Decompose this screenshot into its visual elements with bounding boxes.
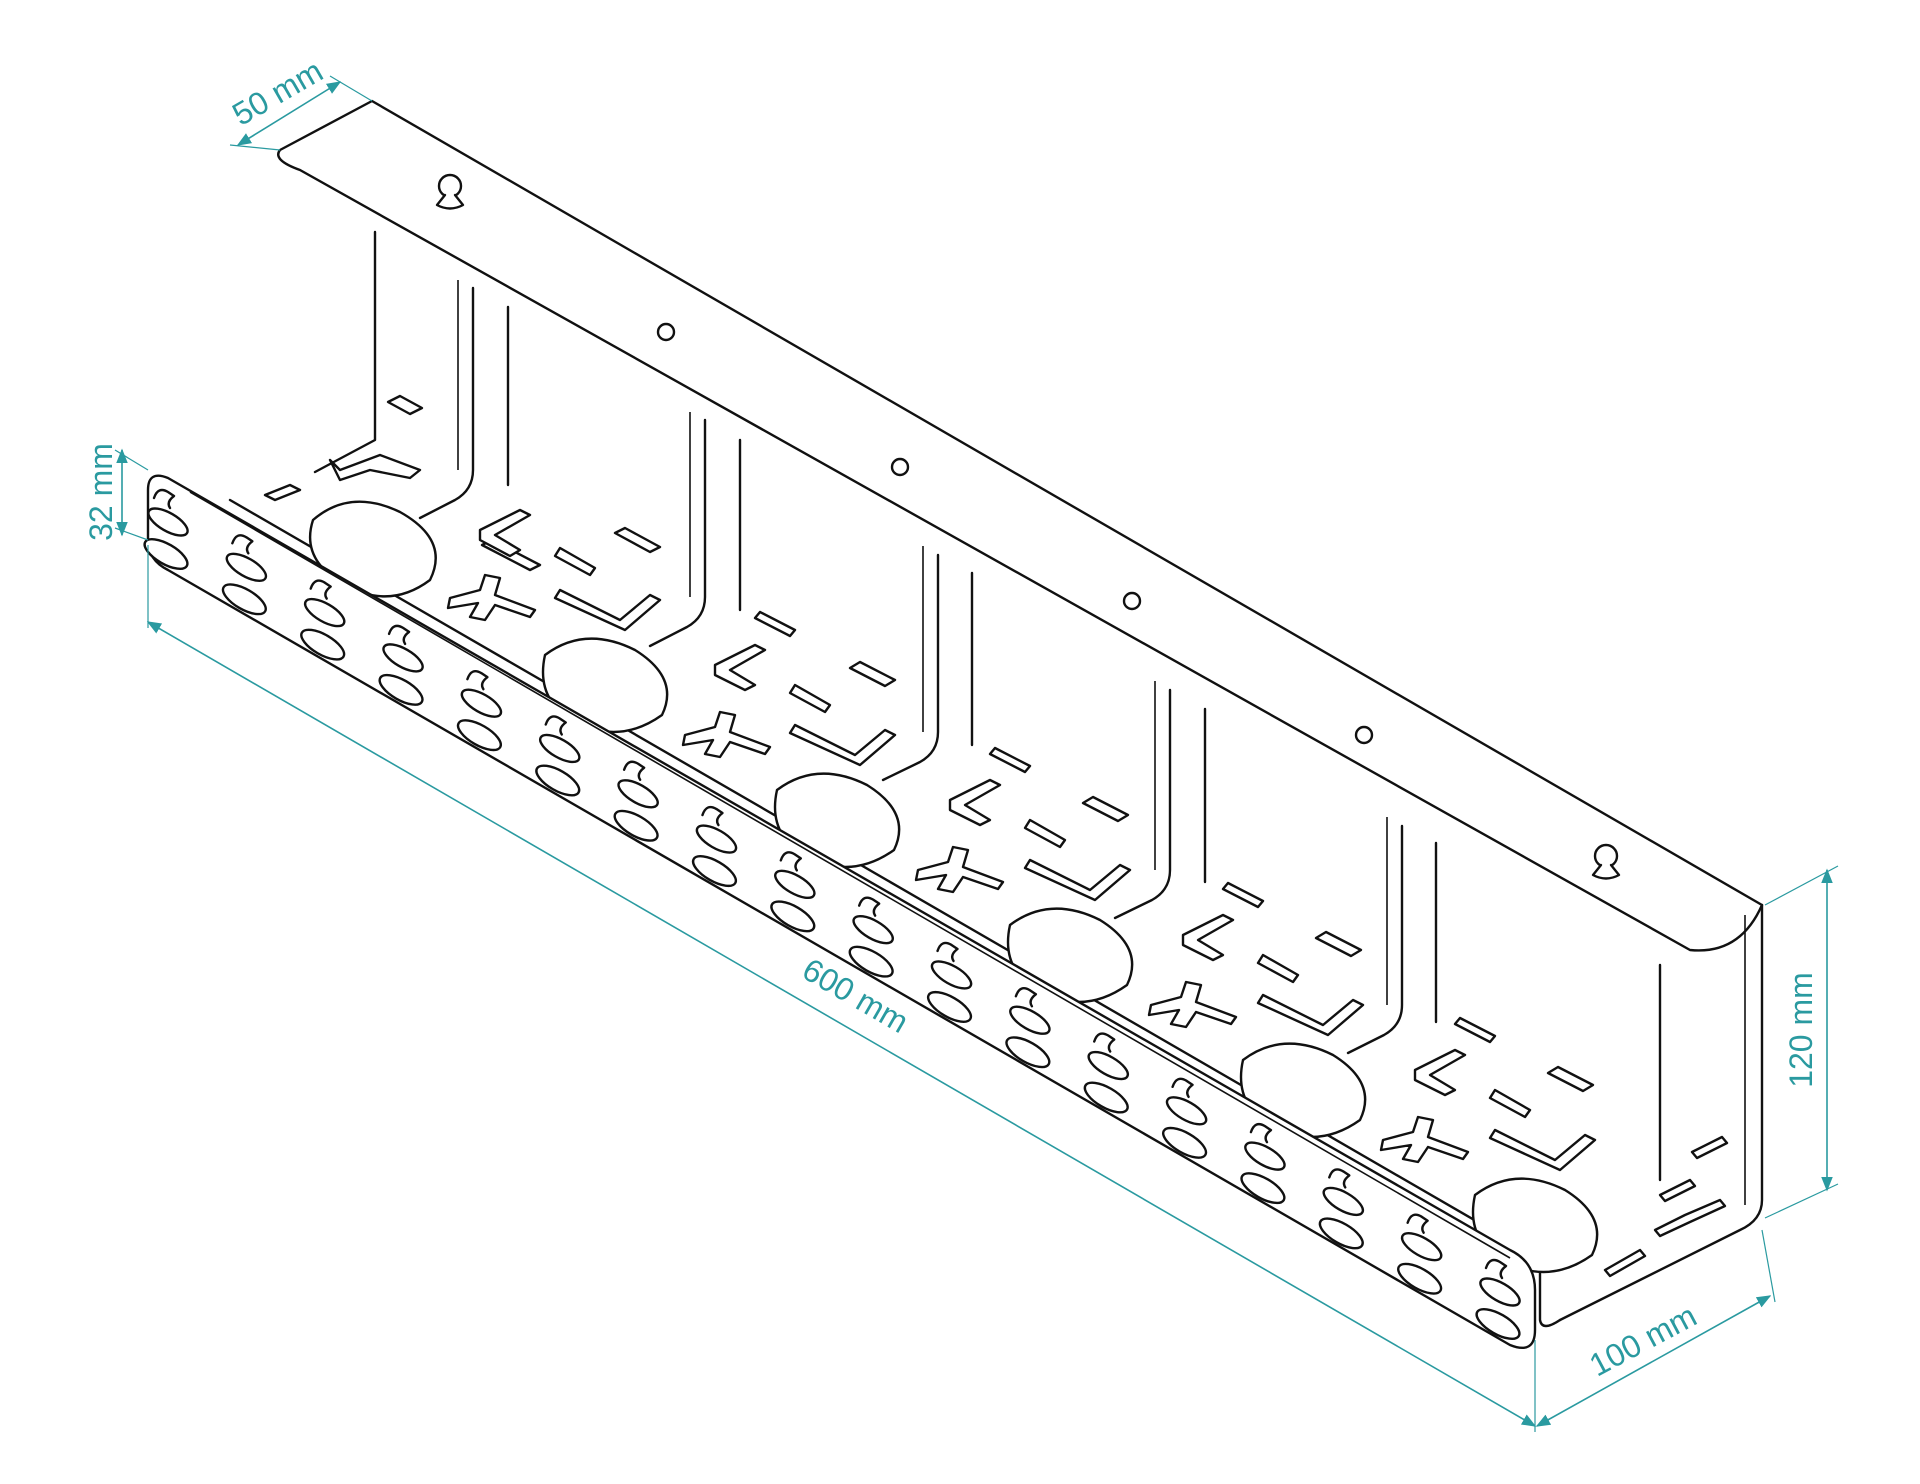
screw-hole [1122,591,1142,611]
screw-hole [890,457,910,477]
lip-notch [152,488,176,510]
keyhole-slot [1591,843,1621,880]
lip-slot-upper [225,552,268,582]
lip-notch [309,579,332,600]
dimension-lines [114,75,1839,1432]
dim-depth-label: 100 mm [1583,1297,1702,1383]
dim-lip-label: 32 mm [83,443,119,541]
lip-notch [231,534,254,555]
screw-hole [656,322,676,342]
lip-slot-lower [221,583,267,616]
screw-hole [1354,725,1374,745]
dim-height-label: 120 mm [1783,972,1819,1088]
front-lip [146,474,1537,1350]
lip-slot-upper [147,507,189,537]
keyhole-slot [435,173,465,210]
lip-slot-lower [143,538,189,570]
